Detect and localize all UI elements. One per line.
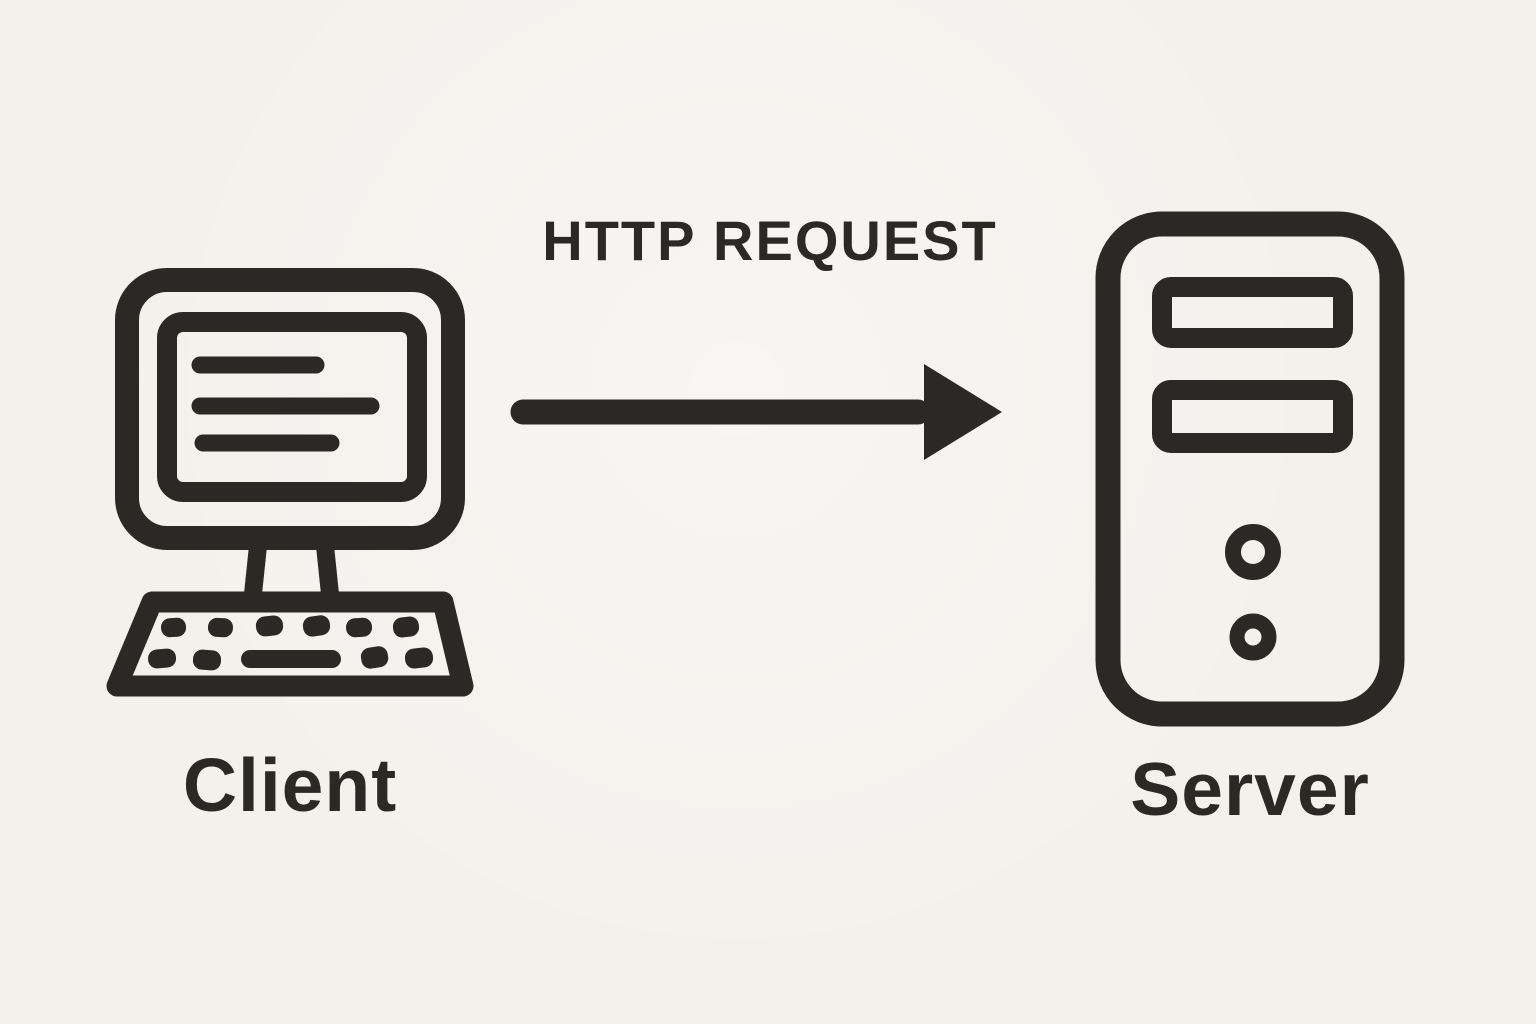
server-tower-icon (1095, 211, 1405, 727)
arrow-right-icon (510, 364, 1002, 460)
server-label: Server (1130, 747, 1370, 831)
client-label: Client (182, 743, 398, 827)
desktop-computer-icon (106, 268, 474, 697)
flow-label: HTTP REQUEST (542, 209, 998, 272)
